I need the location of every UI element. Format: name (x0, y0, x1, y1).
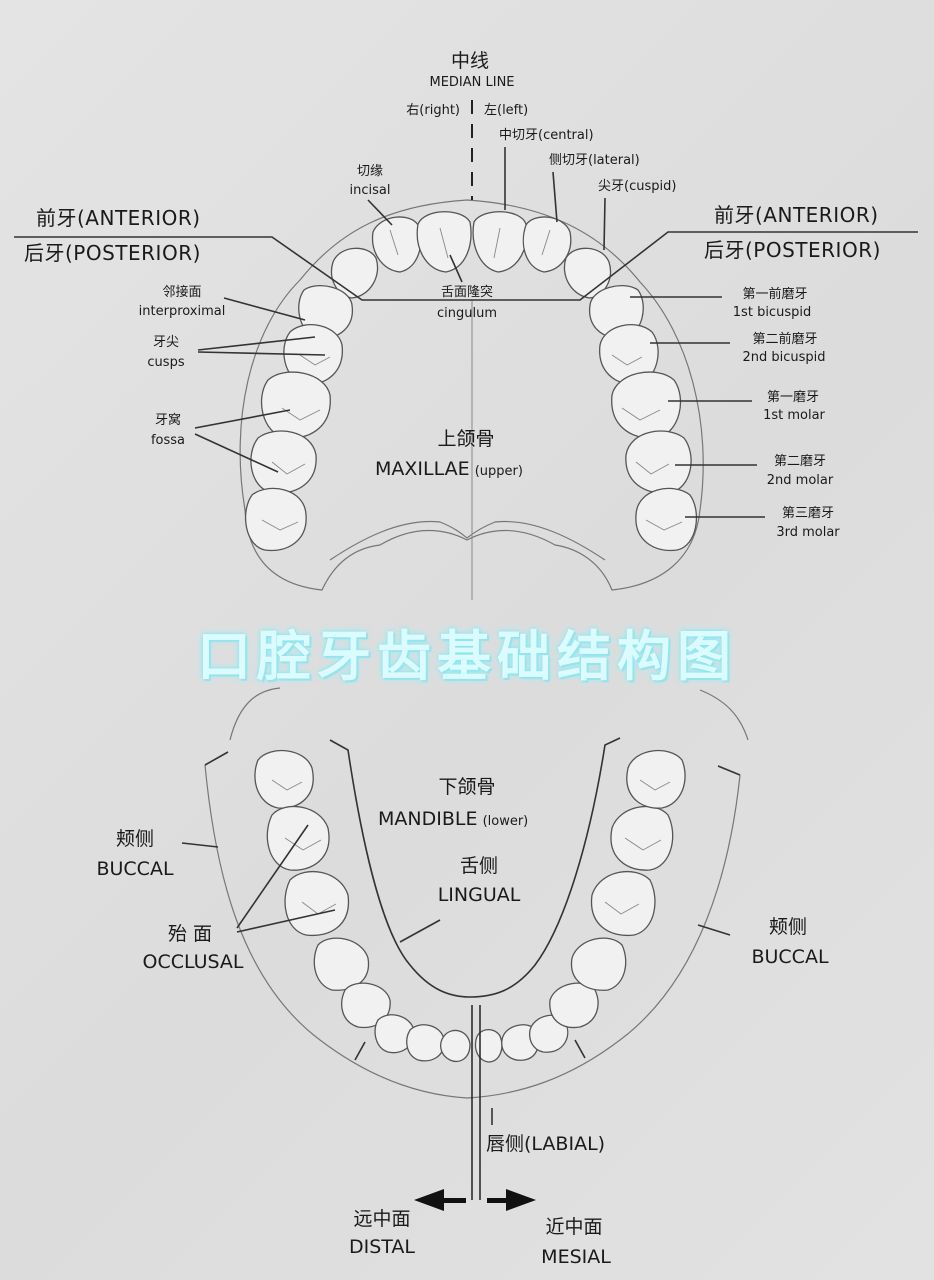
posterior-right-label: 后牙(POSTERIOR) (704, 238, 881, 262)
occlusal-en: OCCLUSAL (142, 951, 244, 973)
molar3-zh: 第三磨牙 (781, 506, 835, 521)
fossa-en: fossa (150, 433, 186, 448)
interproximal-en: interproximal (138, 304, 226, 319)
molar1-en: 1st molar (763, 408, 825, 423)
leader-lines (14, 147, 918, 1125)
upper-gum-outline (239, 199, 704, 591)
lateral-label: 侧切牙(lateral) (549, 153, 640, 168)
lower-buccal-bracket-left (204, 751, 229, 766)
labial-label: 唇侧(LABIAL) (486, 1133, 606, 1155)
distal-zh: 远中面 (353, 1208, 411, 1230)
buccal-left-zh: 颊侧 (115, 828, 155, 850)
diagram-title: 口腔牙齿基础结构图 (197, 625, 737, 688)
left-label: 左(left) (484, 103, 529, 118)
mesial-en: MESIAL (541, 1246, 611, 1268)
occlusal-zh: 殆 面 (167, 923, 213, 945)
distal-mesial-arrows (414, 1189, 536, 1211)
cingulum-en: cingulum (436, 306, 498, 321)
bicuspid1-en: 1st bicuspid (732, 305, 812, 320)
lower-labial-bracket (354, 1039, 586, 1061)
mesial-zh: 近中面 (545, 1216, 603, 1238)
cusps-zh: 牙尖 (152, 335, 180, 350)
maxillae-en: MAXILLAE (375, 458, 470, 480)
fossa-zh: 牙窝 (154, 413, 182, 428)
posterior-left-label: 后牙(POSTERIOR) (24, 241, 201, 265)
anterior-left-label: 前牙(ANTERIOR) (36, 206, 201, 230)
lower-buccal-bracket-right (717, 765, 741, 776)
maxillae-en-group: MAXILLAE (upper) (375, 460, 523, 479)
lower-jaw-outline-curve (229, 687, 749, 741)
bicuspid2-zh: 第二前磨牙 (752, 332, 818, 347)
mandible-note: (lower) (482, 814, 529, 829)
cingulum-zh: 舌面隆突 (440, 285, 494, 300)
distal-en: DISTAL (348, 1236, 416, 1258)
mandible-en-group: MANDIBLE (lower) (378, 810, 528, 829)
cusps-en: cusps (147, 355, 185, 370)
molar2-zh: 第二磨牙 (773, 454, 827, 469)
maxillae-zh: 上颌骨 (437, 428, 495, 450)
molar3-en: 3rd molar (776, 525, 840, 540)
central-label: 中切牙(central) (499, 128, 594, 143)
bicuspid1-zh: 第一前磨牙 (742, 287, 808, 302)
maxillae-note: (upper) (474, 464, 523, 479)
buccal-right-zh: 颊侧 (768, 916, 808, 938)
molar1-zh: 第一磨牙 (766, 390, 820, 405)
buccal-left-en: BUCCAL (96, 858, 174, 880)
lower-lingual-boundary (329, 737, 621, 998)
mandible-en: MANDIBLE (378, 808, 478, 830)
bicuspid2-en: 2nd bicuspid (742, 350, 826, 365)
lower-jaw-outline-outer (204, 764, 741, 1099)
incisal-zh: 切缘 (356, 164, 384, 179)
lingual-en: LINGUAL (437, 884, 521, 906)
mandible-zh: 下颌骨 (438, 776, 496, 798)
buccal-right-en: BUCCAL (751, 946, 829, 968)
right-label: 右(right) (406, 103, 460, 118)
anterior-right-label: 前牙(ANTERIOR) (714, 203, 879, 227)
upper-palate-outline (329, 520, 606, 561)
lingual-zh: 舌侧 (459, 855, 499, 877)
incisal-en: incisal (349, 183, 391, 198)
median-line-en: MEDIAN LINE (429, 75, 515, 90)
interproximal-zh: 邻接面 (162, 285, 202, 300)
cuspid-label: 尖牙(cuspid) (598, 179, 677, 194)
median-line-zh: 中线 (450, 50, 490, 72)
molar2-en: 2nd molar (766, 473, 834, 488)
